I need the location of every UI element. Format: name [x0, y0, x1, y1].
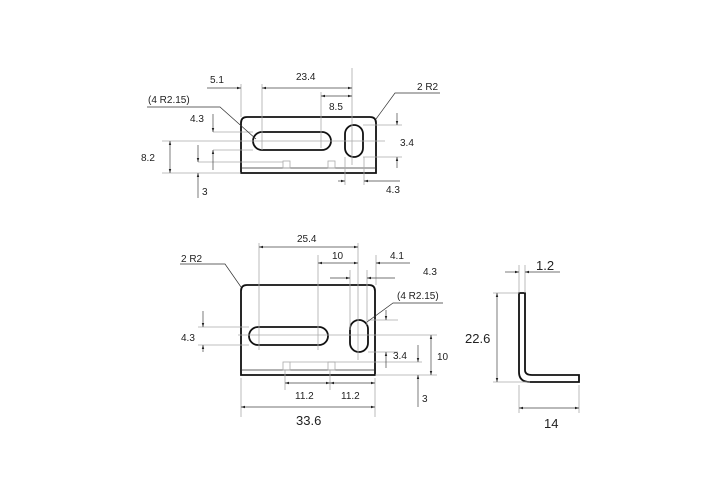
dim-4-3-left: 4.3 [190, 114, 204, 125]
dim-4-1: 4.1 [390, 251, 404, 262]
dim-23-4: 23.4 [296, 72, 316, 83]
dim-3-4: 3.4 [400, 138, 414, 149]
dim-3: 3 [422, 394, 428, 405]
side-profile [518, 292, 580, 383]
top-view: 5.1 23.4 8.5 2 R2 (4 R2.15) 4.3 8.2 3 3.… [141, 68, 440, 198]
dim-10-right: 10 [437, 352, 449, 363]
label-slot-radius: (4 R2.15) [148, 95, 190, 106]
front-view: 25.4 10 4.1 4.3 2 R2 (4 R2.15) 4.3 3.4 1… [180, 234, 449, 428]
front-plate-outline [240, 284, 376, 376]
dim-4-3-top: 4.3 [423, 267, 437, 278]
dim-5-1: 5.1 [210, 75, 224, 86]
dim-8-2: 8.2 [141, 153, 155, 164]
label-corner-radius: 2 R2 [181, 254, 203, 265]
dim-8-5: 8.5 [329, 102, 343, 113]
front-slot [248, 326, 329, 346]
label-slot-radius: (4 R2.15) [397, 291, 439, 302]
side-view: 1.2 22.6 14 [465, 258, 580, 431]
dim-1-2: 1.2 [536, 258, 554, 273]
dim-3-4: 3.4 [393, 351, 407, 362]
dim-4-3-left: 4.3 [181, 333, 195, 344]
front-oval-hole [349, 319, 369, 353]
dim-10-top: 10 [332, 251, 344, 262]
dim-11-2-left: 11.2 [295, 391, 314, 402]
dim-14: 14 [544, 416, 558, 431]
top-plate-outline [240, 116, 377, 174]
dim-33-6: 33.6 [296, 413, 321, 428]
dim-22-6: 22.6 [465, 331, 490, 346]
dim-3: 3 [202, 187, 208, 198]
dim-11-2-right: 11.2 [341, 391, 360, 402]
label-corner-radius: 2 R2 [417, 82, 439, 93]
dim-25-4: 25.4 [297, 234, 317, 245]
dim-4-3-bottom: 4.3 [386, 185, 400, 196]
